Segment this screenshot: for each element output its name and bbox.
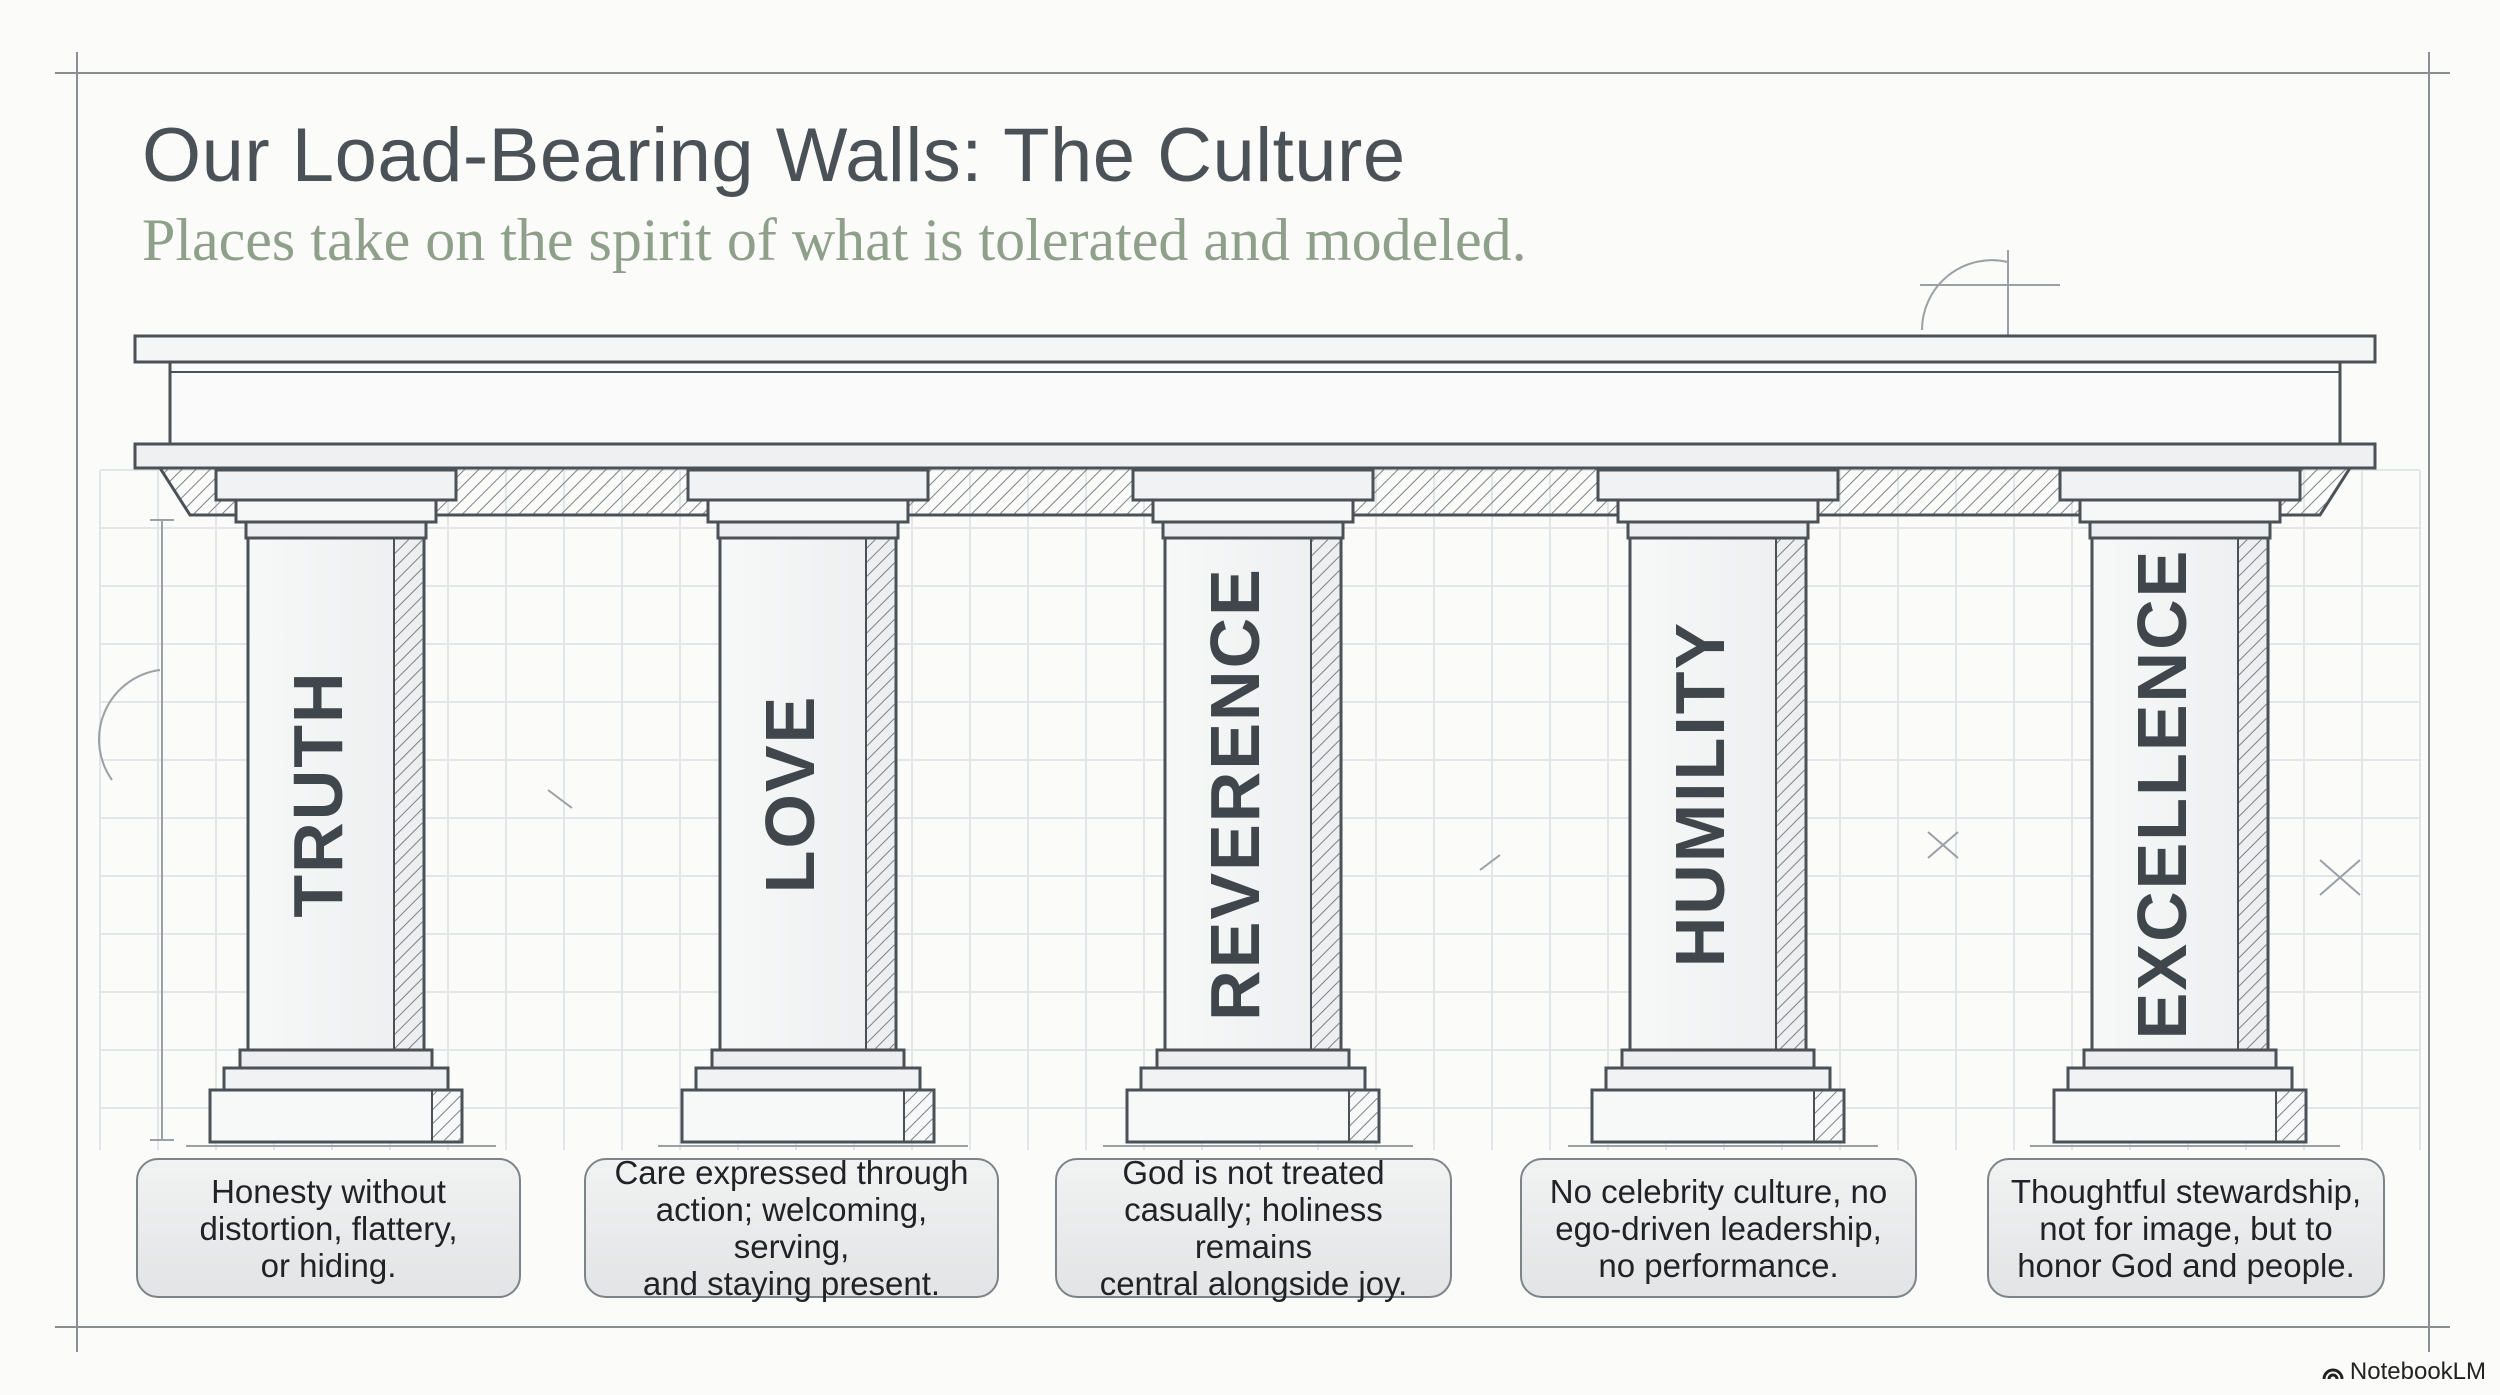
pillars: TRUTH LOVE REVERENCE HUMILITY EXCELLENCE <box>186 468 2340 1147</box>
page-title: Our Load-Bearing Walls: The Culture <box>142 113 1406 198</box>
frame-left-line <box>76 52 78 1352</box>
brand-name: NotebookLM <box>2349 1358 2486 1385</box>
brand-mark: NotebookLM <box>2322 1358 2486 1386</box>
construction-marks <box>98 250 2361 1141</box>
pillar-reverence: REVERENCE <box>1103 468 1413 1147</box>
caption-card-humility: No celebrity culture, no ego-driven lead… <box>1520 1158 1917 1298</box>
pillar-humility: HUMILITY <box>1568 468 1878 1147</box>
pillar-label: EXCELLENCE <box>2123 549 2201 1040</box>
caption-card-excellence: Thoughtful stewardship, not for image, b… <box>1987 1158 2385 1298</box>
pillar-label: REVERENCE <box>1196 567 1274 1021</box>
caption-card-love: Care expressed through action; welcoming… <box>584 1154 999 1302</box>
caption-text: Thoughtful stewardship, not for image, b… <box>2010 1172 2362 1284</box>
pillar-excellence: EXCELLENCE <box>2030 468 2340 1147</box>
page-subtitle: Places take on the spirit of what is tol… <box>142 207 1527 273</box>
pillar-label: TRUTH <box>279 670 357 917</box>
caption-text: Honesty without distortion, flattery, or… <box>199 1172 458 1284</box>
pillar-love: LOVE <box>658 468 968 1147</box>
pillar-label: HUMILITY <box>1661 621 1739 968</box>
pillar-truth: TRUTH <box>186 468 496 1147</box>
notebooklm-logo-icon <box>2322 1368 2344 1380</box>
caption-card-truth: Honesty without distortion, flattery, or… <box>136 1158 521 1298</box>
frame-bottom-line <box>55 1326 2450 1328</box>
caption-text: Care expressed through action; welcoming… <box>614 1154 969 1302</box>
frame-top-line <box>55 72 2450 74</box>
caption-card-reverence: God is not treated casually; holiness re… <box>1055 1154 1452 1302</box>
caption-text: God is not treated casually; holiness re… <box>1099 1154 1408 1302</box>
pillar-label: LOVE <box>751 695 829 894</box>
caption-text: No celebrity culture, no ego-driven lead… <box>1549 1172 1888 1284</box>
frame-right-line <box>2428 52 2430 1352</box>
